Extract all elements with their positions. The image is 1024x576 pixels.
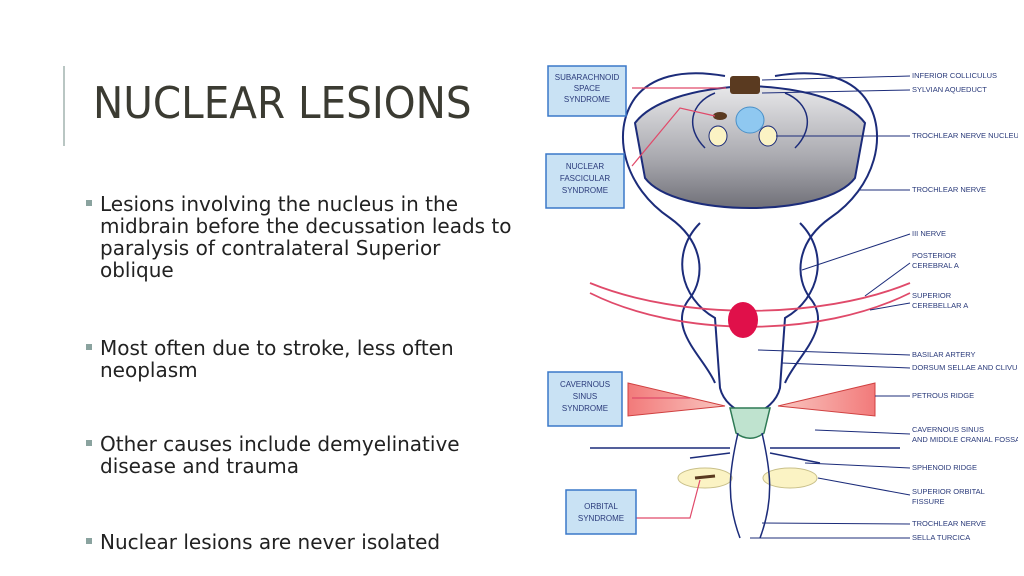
box-orbital-syndrome: ORBITAL SYNDROME — [565, 489, 637, 535]
label-dorsum-sellae: DORSUM SELLAE AND CLIVUS — [912, 363, 1018, 372]
nuclear-lesion-marker — [713, 112, 727, 120]
leader-lines — [750, 75, 911, 539]
label-sylvian-aqueduct: SYLVIAN AQUEDUCT — [912, 85, 987, 94]
label-superior-orbital-fissure: SUPERIOR ORBITAL — [912, 487, 985, 496]
bullet-item: Lesions involving the nucleus in the mid… — [86, 193, 520, 281]
label-posterior-cerebral-a: POSTERIOR — [912, 251, 957, 260]
label-trochlear-nerve-lower: TROCHLEAR NERVE — [912, 519, 986, 528]
box-label-line: SYNDROME — [578, 514, 624, 523]
box-label-line: SINUS — [573, 392, 597, 401]
basilar-artery-lesion — [728, 302, 758, 338]
bullet-text: Most often due to stroke, less often neo… — [100, 336, 454, 382]
label-cavernous-sinus: AND MIDDLE CRANIAL FOSSA — [912, 435, 1018, 444]
box-label-line: NUCLEAR — [566, 162, 604, 171]
label-basilar-artery: BASILAR ARTERY — [912, 350, 976, 359]
orbital-fissure-right — [762, 467, 818, 489]
inner-nerve-right — [784, 92, 809, 149]
box-label-line: ORBITAL — [584, 502, 618, 511]
sphenoid-ridge-lines — [590, 447, 900, 464]
label-superior-cerebellar-a: SUPERIOR — [912, 291, 952, 300]
midbrain-shape — [633, 84, 867, 210]
bullet-marker — [86, 344, 92, 350]
trochlear-pathway-diagram: SUBARACHNOID SPACE SYNDROME NUCLEAR FASC… — [545, 65, 1018, 542]
bullet-text: Other causes include demyelinative disea… — [100, 432, 460, 478]
box-label-line: SYNDROME — [562, 404, 608, 413]
label-inferior-colliculus: INFERIOR COLLICULUS — [912, 71, 997, 80]
inner-nerve-left — [691, 92, 716, 149]
label-trochlear-nerve: TROCHLEAR NERVE — [912, 185, 986, 194]
label-posterior-cerebral-a: CEREBRAL A — [912, 261, 959, 270]
box-label-line: SYNDROME — [564, 95, 610, 104]
anatomy-labels: INFERIOR COLLICULUS SYLVIAN AQUEDUCT TRO… — [912, 71, 1018, 542]
label-cavernous-sinus: CAVERNOUS SINUS — [912, 425, 984, 434]
label-petrous-ridge: PETROUS RIDGE — [912, 391, 974, 400]
trochlear-nerve-right — [774, 72, 879, 384]
trochlear-nucleus-right — [758, 125, 778, 147]
trochlear-nerve-left — [621, 72, 726, 384]
box-label-line: FASCICULAR — [560, 174, 610, 183]
box-subarachnoid-space-syndrome: SUBARACHNOID SPACE SYNDROME — [547, 65, 627, 117]
label-superior-orbital-fissure: FISSURE — [912, 497, 945, 506]
label-sphenoid-ridge: SPHENOID RIDGE — [912, 463, 977, 472]
box-cavernous-sinus-syndrome: CAVERNOUS SINUS SYNDROME — [547, 371, 623, 427]
bullet-marker — [86, 538, 92, 544]
bullet-marker — [86, 440, 92, 446]
box-label-line: CAVERNOUS — [560, 380, 610, 389]
box-nuclear-fascicular-syndrome: NUCLEAR FASCICULAR SYNDROME — [545, 153, 625, 209]
trochlear-lower-right — [759, 432, 771, 539]
label-trochlear-nerve-nucleus: TROCHLEAR NERVE NUCLEUS — [912, 131, 1018, 140]
label-superior-cerebellar-a: CEREBELLAR A — [912, 301, 968, 310]
slide-title: NUCLEAR LESIONS — [93, 78, 472, 129]
box-label-line: SPACE — [574, 84, 601, 93]
sylvian-aqueduct-circle — [735, 106, 765, 134]
sella-turcica-cup — [729, 407, 771, 439]
pointer-lines — [631, 87, 726, 519]
label-sella-turcica: SELLA TURCICA — [912, 533, 970, 542]
inferior-colliculus-lesion — [730, 76, 760, 94]
bullet-item: Nuclear lesions are never isolated — [86, 531, 520, 553]
bullet-marker — [86, 200, 92, 206]
box-label-line: SYNDROME — [562, 186, 608, 195]
bullet-text: Nuclear lesions are never isolated — [100, 530, 441, 554]
bullet-text: Lesions involving the nucleus in the mid… — [100, 192, 512, 282]
box-label-line: SUBARACHNOID — [555, 73, 620, 82]
title-accent-bar — [63, 66, 65, 146]
petrous-ridge-right — [777, 382, 876, 417]
bullet-item: Most often due to stroke, less often neo… — [86, 337, 520, 381]
orbital-lesion-marker — [694, 474, 716, 480]
trochlear-nucleus-left — [708, 125, 728, 147]
bullet-item: Other causes include demyelinative disea… — [86, 433, 520, 477]
trochlear-lower-left — [729, 432, 741, 539]
petrous-ridge-left — [627, 382, 726, 417]
label-iii-nerve: III NERVE — [912, 229, 946, 238]
